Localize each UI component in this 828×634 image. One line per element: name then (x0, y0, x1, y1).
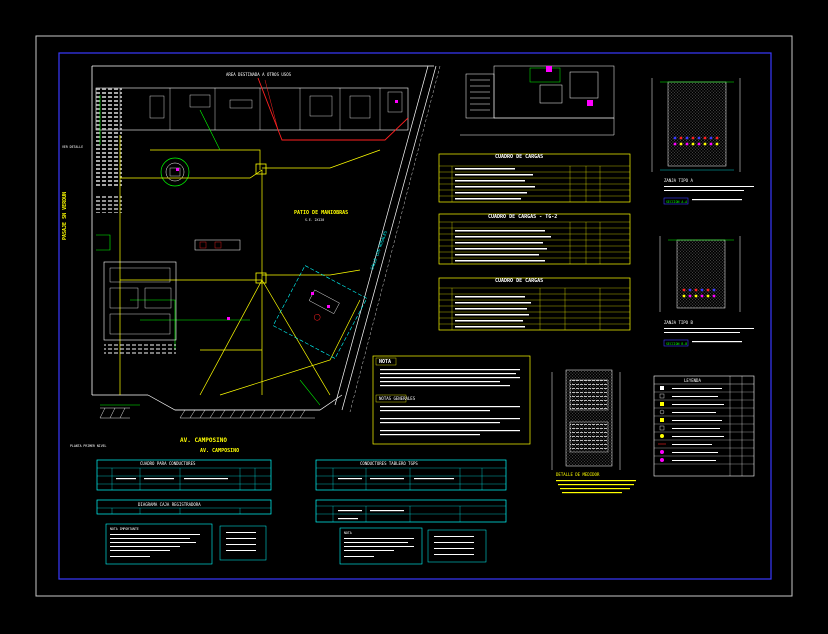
feeder-line (257, 77, 409, 141)
svg-text:DETALLE DE MEDIDOR: DETALLE DE MEDIDOR (556, 472, 600, 477)
trench-detail-1: ZANJA TIPO A SECCION A-A (651, 78, 754, 205)
registry-table: DIAGRAMA CAJA REGISTRADORA (96, 499, 272, 515)
diagonal-street-curb (334, 65, 437, 411)
maneuver-area (272, 265, 368, 359)
parking-strip (99, 407, 320, 419)
outer-frame (35, 35, 793, 597)
load-table-1: CUADRO DE CARGAS (438, 153, 631, 203)
electrical-room (103, 261, 177, 341)
inner-frame (58, 52, 772, 580)
bottom-street-label-2: AV. CAMPOSINO (200, 448, 239, 454)
svg-text:CONDUCTORES TABLERO TGPS: CONDUCTORES TABLERO TGPS (360, 461, 418, 466)
cable-routing (119, 135, 381, 396)
left-street-label: PASAJE SN VERDUN (62, 192, 68, 240)
svg-text:CUADRO DE CARGAS: CUADRO DE CARGAS (495, 154, 543, 160)
tank-circle (160, 157, 190, 187)
svg-text:CUADRO DE CARGAS - TG-2: CUADRO DE CARGAS - TG-2 (488, 214, 557, 220)
mini-plan (460, 65, 615, 136)
svg-text:LEYENDA: LEYENDA (684, 378, 701, 383)
svg-text:ZANJA TIPO A: ZANJA TIPO A (664, 178, 693, 183)
legend-box: LEYENDA (653, 375, 755, 477)
plan-title: PLANTA PRIMER NIVEL (70, 444, 107, 448)
svg-text:NOTA IMPORTANTE: NOTA IMPORTANTE (110, 527, 139, 531)
svg-text:NOTAS GENERALES: NOTAS GENERALES (379, 396, 416, 401)
svg-text:NOTA: NOTA (379, 359, 391, 365)
center-label: PATIO DE MANIOBRAS (294, 210, 348, 216)
tgps-table: CONDUCTORES TABLERO TGPS (315, 459, 507, 491)
tgps-table-2 (315, 499, 507, 523)
left-note-box: NOTA IMPORTANTE (105, 523, 267, 565)
center-note-box: NOTA (339, 527, 487, 565)
meter-detail: DETALLE DE MEDIDOR (551, 369, 636, 494)
trench-detail-2: ZANJA TIPO B SECCION B-B (659, 236, 754, 347)
svg-text:CUADRO PARA CONDUCTORES: CUADRO PARA CONDUCTORES (140, 461, 196, 466)
svg-text:ZANJA TIPO B: ZANJA TIPO B (664, 320, 693, 325)
svg-text:NOTA: NOTA (344, 531, 352, 535)
conductor-table: CUADRO PARA CONDUCTORES (96, 459, 272, 491)
svg-text:SECCION B-B: SECCION B-B (666, 342, 687, 346)
svg-text:DIAGRAMA CAJA REGISTRADORA: DIAGRAMA CAJA REGISTRADORA (138, 502, 201, 507)
left-note: VER DETALLE (62, 145, 83, 149)
nota-box: NOTA NOTAS GENERALES (372, 355, 531, 445)
svg-text:SECCION A-A: SECCION A-A (666, 200, 687, 204)
bottom-street-label: AV. CAMPOSINO (180, 437, 227, 444)
load-table-3: CUADRO DE CARGAS (438, 277, 631, 331)
load-table-2: CUADRO DE CARGAS - TG-2 (438, 213, 631, 265)
top-street-label: AREA DESTINADA A OTROS USOS (226, 72, 292, 77)
svg-text:CUADRO DE CARGAS: CUADRO DE CARGAS (495, 278, 543, 284)
center-note: S.E. 2X120 (305, 218, 324, 222)
